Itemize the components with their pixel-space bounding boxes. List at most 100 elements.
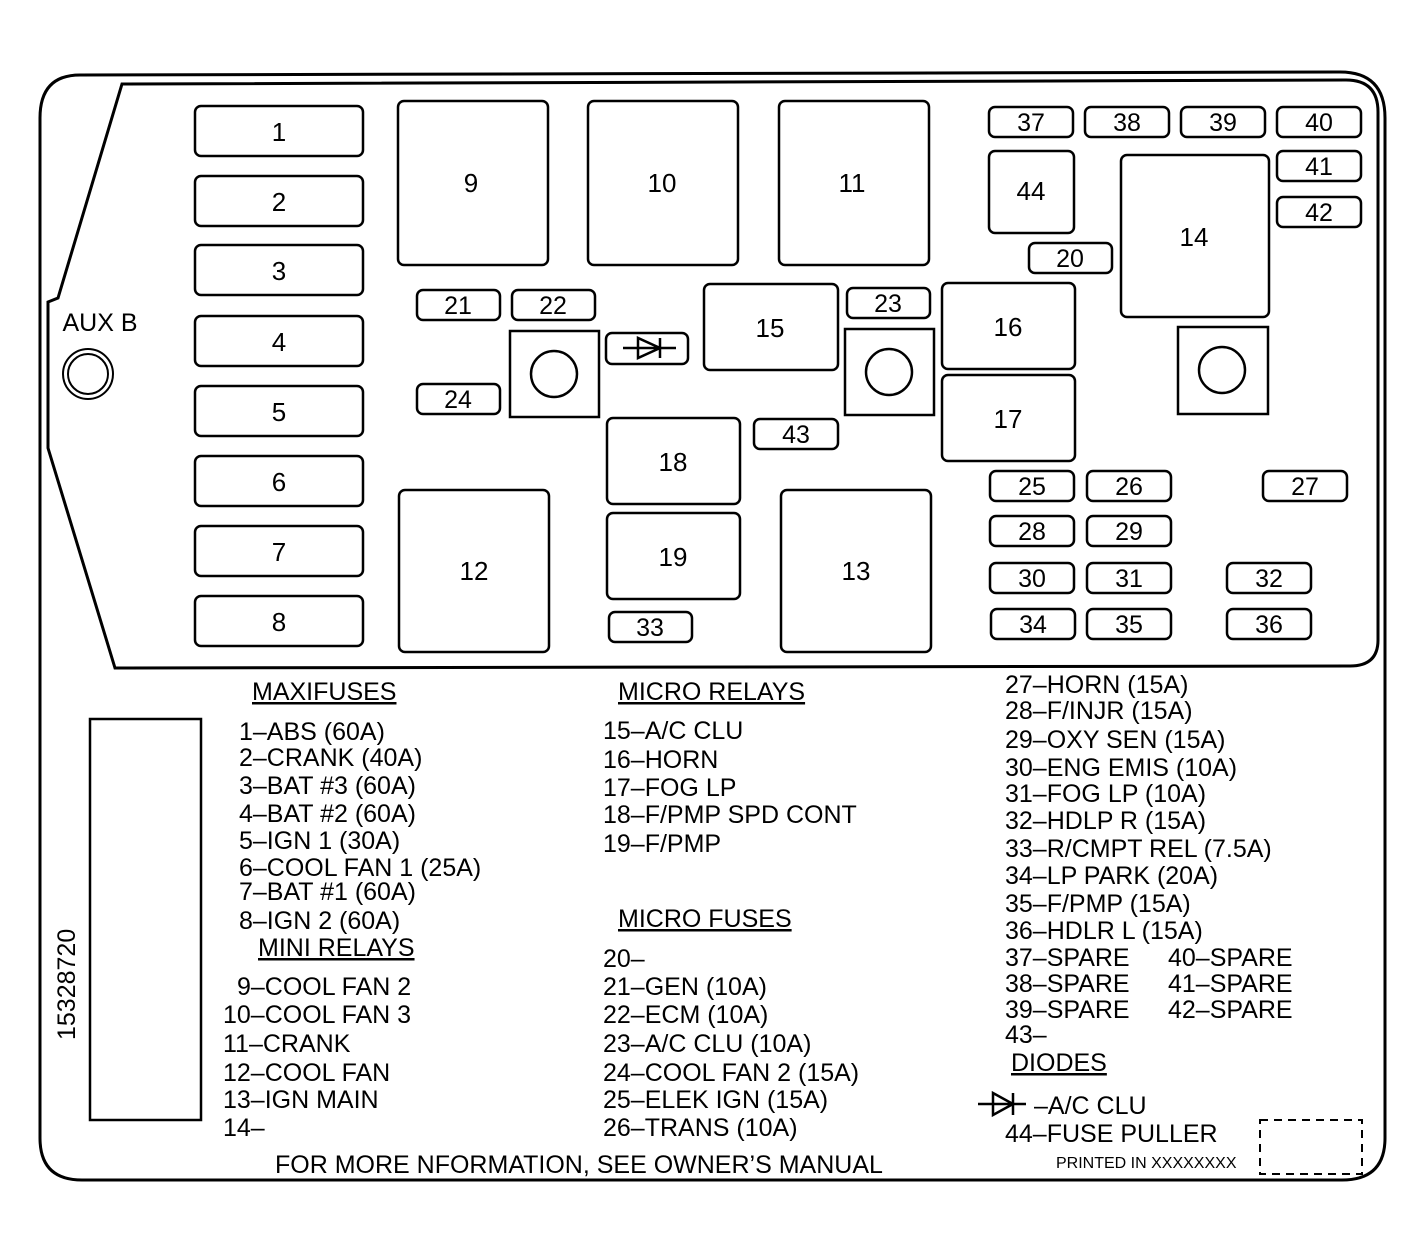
maxifuse-5-label: 5 [272, 397, 286, 427]
micro-relay-legend-19: 19–F/PMP [603, 830, 721, 858]
mini-relay-legend-11: 11–CRANK [223, 1030, 351, 1058]
maxifuse-8-label: 8 [272, 607, 286, 637]
mini-relay-10-label: 10 [648, 168, 677, 198]
micro-fuse-29-label: 29 [1115, 518, 1143, 546]
mini-relay-14: 14 [1119, 153, 1271, 319]
micro-relay-16: 16 [940, 281, 1077, 371]
maxifuse-2-label: 2 [272, 187, 286, 217]
fuse-puller-legend: 44–FUSE PULLER [1005, 1120, 1218, 1148]
mini-relay-legend-14: 14– [223, 1114, 265, 1142]
micro-relay-legend-15: 15–A/C CLU [603, 717, 743, 745]
micro-fuse-legend-25: 25–ELEK IGN (15A) [603, 1086, 828, 1114]
label-area-box [88, 717, 203, 1122]
micro-relay-legend-18: 18–F/PMP SPD CONT [603, 801, 857, 829]
micro-fuse-25: 25 [988, 469, 1076, 503]
micro-fuse-31-label: 31 [1115, 565, 1143, 593]
micro-fuse-30-label: 30 [1018, 565, 1046, 593]
micro-fuse-legend-24: 24–COOL FAN 2 (15A) [603, 1059, 859, 1087]
micro-fuse-42-label: 42 [1305, 199, 1333, 227]
maxifuse-2: 2 [193, 174, 365, 228]
micro-fuse-27-label: 27 [1291, 473, 1319, 501]
mini-relay-13: 13 [779, 488, 933, 654]
micro-fuse-22-label: 22 [539, 292, 567, 320]
legend-43: 43– [1005, 1021, 1047, 1049]
micro-relay-legend-16: 16–HORN [603, 746, 718, 774]
micro-fuse-27: 27 [1261, 469, 1349, 503]
inner-fuse-panel-outline [46, 78, 1380, 670]
micro-fuse-41: 41 [1275, 149, 1363, 183]
micro-relay-legend-17: 17–FOG LP [603, 774, 736, 802]
micro-fuse-20-label: 20 [1056, 245, 1084, 273]
micro-fuses-heading: MICRO FUSES [618, 905, 792, 933]
micro-relay-17-label: 17 [994, 404, 1023, 434]
legend-34: 34–LP PARK (20A) [1005, 862, 1218, 890]
diode-symbol [978, 1090, 1026, 1118]
micro-fuse-39-label: 39 [1209, 109, 1237, 137]
micro-fuse-22: 22 [510, 288, 597, 322]
maxifuse-legend-3: 3–BAT #3 (60A) [239, 772, 416, 800]
mini-relay-14-label: 14 [1180, 222, 1209, 252]
micro-relay-18: 18 [605, 416, 742, 506]
micro-fuse-35-label: 35 [1115, 611, 1143, 639]
legend-32: 32–HDLP R (15A) [1005, 807, 1206, 835]
legend-31: 31–FOG LP (10A) [1005, 780, 1206, 808]
micro-fuse-37: 37 [987, 105, 1075, 139]
micro-fuse-43: 43 [752, 417, 840, 451]
maxifuse-5: 5 [193, 384, 365, 438]
micro-fuse-40-label: 40 [1305, 109, 1333, 137]
maxifuses-heading: MAXIFUSES [252, 678, 396, 706]
micro-fuse-31: 31 [1085, 561, 1173, 595]
fuse-puller-44-label: 44 [1017, 176, 1046, 206]
micro-fuse-26-label: 26 [1115, 473, 1143, 501]
maxifuse-legend-5: 5–IGN 1 (30A) [239, 827, 400, 855]
micro-fuse-21-label: 21 [444, 292, 472, 320]
micro-relay-15: 15 [702, 282, 840, 372]
maxifuse-legend-1: 1–ABS (60A) [239, 718, 385, 746]
mini-relay-9-label: 9 [464, 168, 478, 198]
mini-relay-legend-9: 9–COOL FAN 2 [237, 973, 411, 1001]
fuse-puller-44: 44 [987, 149, 1076, 235]
micro-fuse-36: 36 [1225, 607, 1313, 641]
micro-relay-15-label: 15 [756, 313, 785, 343]
legend-38: 38–SPARE [1005, 970, 1130, 998]
legend-35: 35–F/PMP (15A) [1005, 890, 1191, 918]
micro-fuse-28: 28 [988, 514, 1076, 548]
micro-fuse-34: 34 [989, 607, 1077, 641]
legend-39: 39–SPARE [1005, 996, 1130, 1024]
maxifuse-legend-7: 7–BAT #1 (60A) [239, 878, 416, 906]
part-number: 15328720 [53, 929, 81, 1040]
aux-b-stud-inner [67, 353, 109, 395]
micro-relays-heading: MICRO RELAYS [618, 678, 805, 706]
mini-relay-11: 11 [777, 99, 931, 267]
dashed-label-box [1259, 1119, 1363, 1175]
micro-relay-16-label: 16 [994, 312, 1023, 342]
micro-fuse-21: 21 [415, 288, 502, 322]
micro-fuse-33-label: 33 [636, 614, 664, 642]
micro-fuse-38-label: 38 [1113, 109, 1141, 137]
micro-fuse-36-label: 36 [1255, 611, 1283, 639]
micro-fuse-29: 29 [1085, 514, 1173, 548]
legend-27: 27–HORN (15A) [1005, 671, 1188, 699]
micro-fuse-33: 33 [607, 610, 694, 644]
micro-fuse-30: 30 [988, 561, 1076, 595]
micro-fuse-24-label: 24 [444, 386, 472, 414]
printed-in: PRINTED IN XXXXXXXX [1056, 1155, 1237, 1172]
legend-33: 33–R/CMPT REL (7.5A) [1005, 835, 1272, 863]
micro-fuse-legend-21: 21–GEN (10A) [603, 973, 767, 1001]
micro-fuse-23: 23 [845, 286, 932, 320]
maxifuse-3-label: 3 [272, 256, 286, 286]
legend-42: 42–SPARE [1168, 996, 1293, 1024]
legend-36: 36–HDLR L (15A) [1005, 917, 1203, 945]
micro-fuse-41-label: 41 [1305, 153, 1333, 181]
micro-fuse-legend-23: 23–A/C CLU (10A) [603, 1030, 811, 1058]
maxifuse-1-label: 1 [272, 117, 286, 147]
mini-relay-12-label: 12 [460, 556, 489, 586]
mini-relay-10: 10 [586, 99, 740, 267]
legend-30: 30–ENG EMIS (10A) [1005, 754, 1237, 782]
micro-fuse-35: 35 [1085, 607, 1173, 641]
micro-fuse-28-label: 28 [1018, 518, 1046, 546]
micro-fuse-37-label: 37 [1017, 109, 1045, 137]
maxifuse-8: 8 [193, 594, 365, 648]
micro-fuse-39: 39 [1179, 105, 1267, 139]
micro-relay-18-label: 18 [659, 447, 688, 477]
